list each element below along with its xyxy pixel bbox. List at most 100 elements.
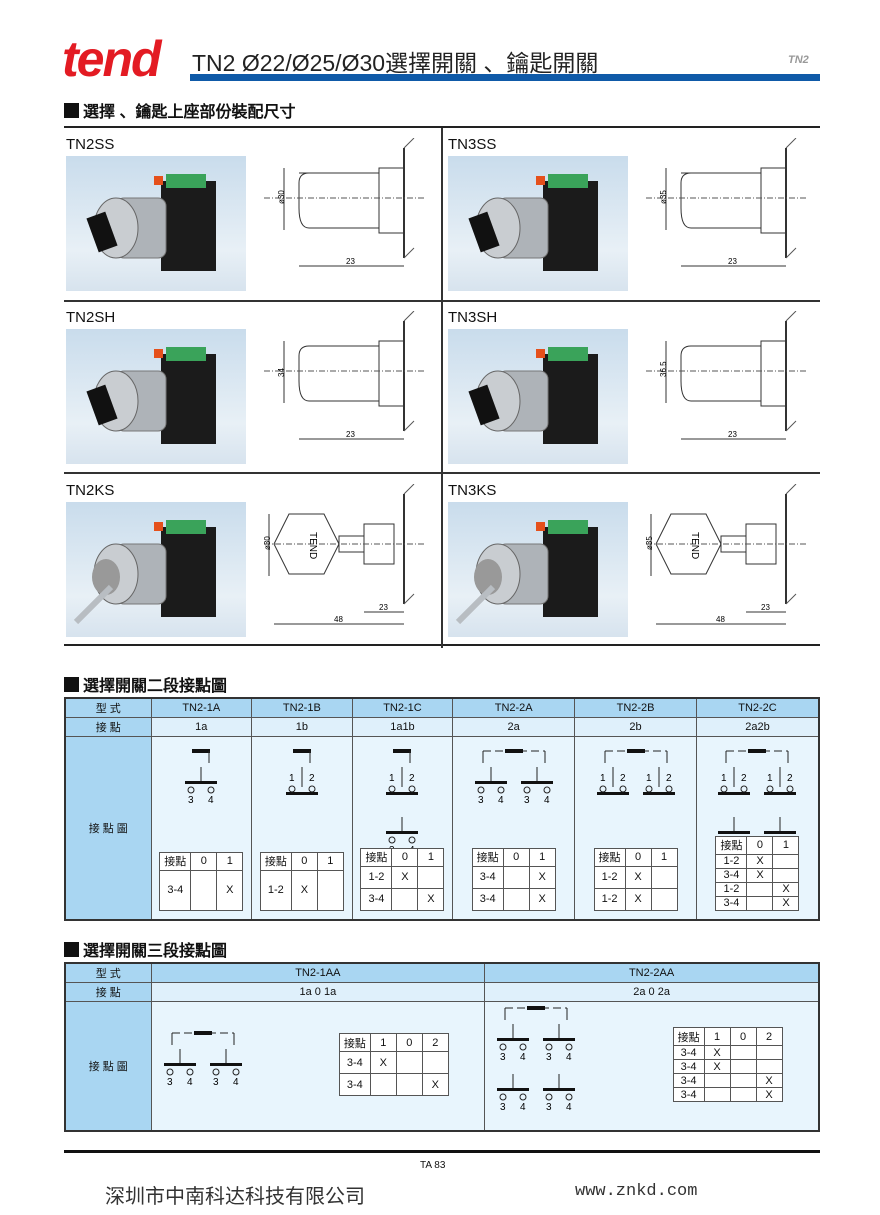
terminal-number: 1 [767,773,773,784]
section-heading-two-position: 選擇開關二段接點圖 [64,672,227,696]
switching-cell: 1-2 [593,865,626,889]
dimension-label: 23 [346,257,355,266]
brand-logo: tend [62,31,162,87]
switching-header-cell: 接點 [471,847,504,867]
dimension-label: 48 [716,615,725,624]
switching-cell: X [369,1051,397,1074]
switching-header-cell: 0 [729,1027,757,1046]
dimension-label: 23 [761,603,770,612]
switching-cell: X [772,881,800,897]
switching-cell: X [746,853,774,869]
switching-cell [650,865,678,889]
switching-table-row: 3-4 X [672,1073,783,1088]
table-row: 接 點 圖34接點013-4X12接點011-2X1234接點011-2X3-4… [64,735,820,921]
contact-diagram: 12123434 [718,748,797,834]
row-label: 接 點 [64,981,152,1002]
product-photo [66,502,246,637]
switching-header-cell: 接點 [259,851,292,871]
dimension-label: 23 [346,430,355,439]
switching-cell [190,869,218,911]
switching-cell: X [755,1073,783,1088]
terminal-number: 3 [546,1052,552,1063]
switching-header-cell: 0 [190,851,218,871]
footer-rule [64,1150,820,1153]
switching-cell [729,1045,757,1060]
model-cell: TN2-1AA [150,962,486,983]
contact-type-cell: 1a1b [351,716,454,737]
switching-header-cell: 0 [395,1033,423,1052]
switching-header-cell: 1 [528,847,556,867]
switching-cell [703,1087,731,1102]
switching-header-cell: 接點 [360,847,393,867]
dimension-drawing: 36.523 [646,311,806,440]
contact-type-cell: 2a 0 2a [484,981,820,1002]
switching-header-cell: 1 [369,1033,397,1052]
terminal-number: 4 [233,1077,239,1088]
terminal-number: 1 [721,773,727,784]
contact-diagram: 1234 [386,748,419,848]
switching-cell: 3-4 [159,869,192,911]
bullet-square [64,102,79,118]
dimension-label: 23 [728,257,737,266]
switching-cell: X [755,1087,783,1102]
switching-cell: 3-4 [672,1087,705,1102]
switching-cell [772,853,800,869]
terminal-number: 3 [167,1077,173,1088]
normally-open-contact: 34 [764,816,797,834]
switching-cell [316,869,344,911]
switching-cell: X [421,1073,449,1096]
switching-cell: 3-4 [672,1073,705,1088]
switching-cell: 3-4 [338,1051,371,1074]
product-model-label: TN3SS [448,136,497,153]
page-number: TA 83 [420,1160,446,1171]
model-cell: TN2-2C [695,697,820,718]
switching-header-cell: 接點 [593,847,626,867]
terminal-number: 1 [289,773,295,784]
website-link[interactable]: www.znkd.com [575,1182,698,1201]
switching-header-cell: 1 [650,847,678,867]
switching-cell: 1-2 [593,887,626,911]
switching-header-cell: 1 [703,1027,731,1046]
terminal-number: 2 [309,773,315,784]
section-heading-three-position: 選擇開關三段接點圖 [64,937,227,961]
switching-header-cell: 0 [624,847,652,867]
switching-cell [369,1073,397,1096]
row-label: 型 式 [64,697,152,718]
terminal-number: 3 [389,845,395,848]
terminal-number: 2 [787,773,793,784]
terminal-number: 4 [566,1102,572,1113]
switching-cell: X [624,887,652,911]
